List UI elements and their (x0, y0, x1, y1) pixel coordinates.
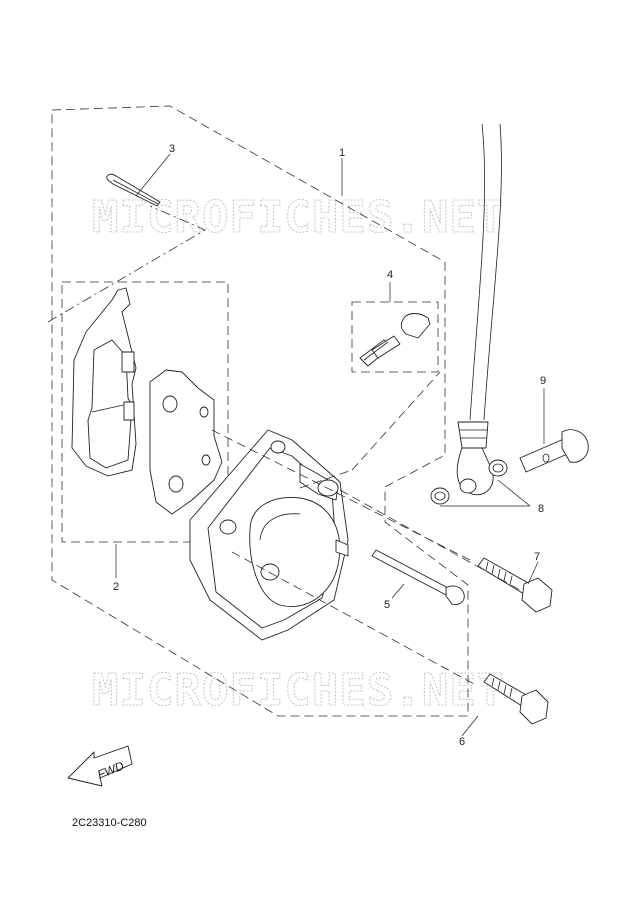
forward-arrow-icon: FWD (67, 745, 133, 787)
assembly-outline (51, 105, 469, 717)
watermark-top: MICROFICHES.NET (92, 192, 504, 243)
callout-9: 9 (540, 375, 546, 387)
callout-1: 1 (339, 147, 345, 159)
leader-lines (115, 153, 545, 737)
callout-6: 6 (459, 736, 465, 748)
pad-pin (371, 549, 465, 605)
mounting-bolt-6 (483, 673, 549, 725)
cotter-pin (106, 173, 161, 207)
callout-7: 7 (534, 551, 540, 563)
callout-4: 4 (387, 269, 393, 281)
callout-5: 5 (384, 599, 390, 611)
callout-3: 3 (169, 143, 175, 155)
brake-pad-outer (71, 287, 137, 477)
bleeder-box (351, 301, 439, 373)
caliper-body (189, 429, 349, 641)
brake-hose (456, 123, 502, 496)
alignment-lines (211, 371, 521, 685)
diagram-code: 2C23310-C280 (72, 817, 147, 829)
callout-8: 8 (538, 503, 544, 515)
brake-pad-inner (149, 369, 223, 515)
watermark-bottom: MICROFICHES.NET (92, 665, 504, 716)
callout-labels: 1 2 3 4 5 6 7 8 9 (113, 143, 546, 748)
callout-2: 2 (113, 581, 119, 593)
bleeder-screw (359, 313, 431, 367)
pad-kit-outline (47, 205, 206, 323)
washers (430, 459, 508, 505)
mounting-bolt-7 (477, 557, 553, 613)
union-bolt (519, 429, 589, 473)
